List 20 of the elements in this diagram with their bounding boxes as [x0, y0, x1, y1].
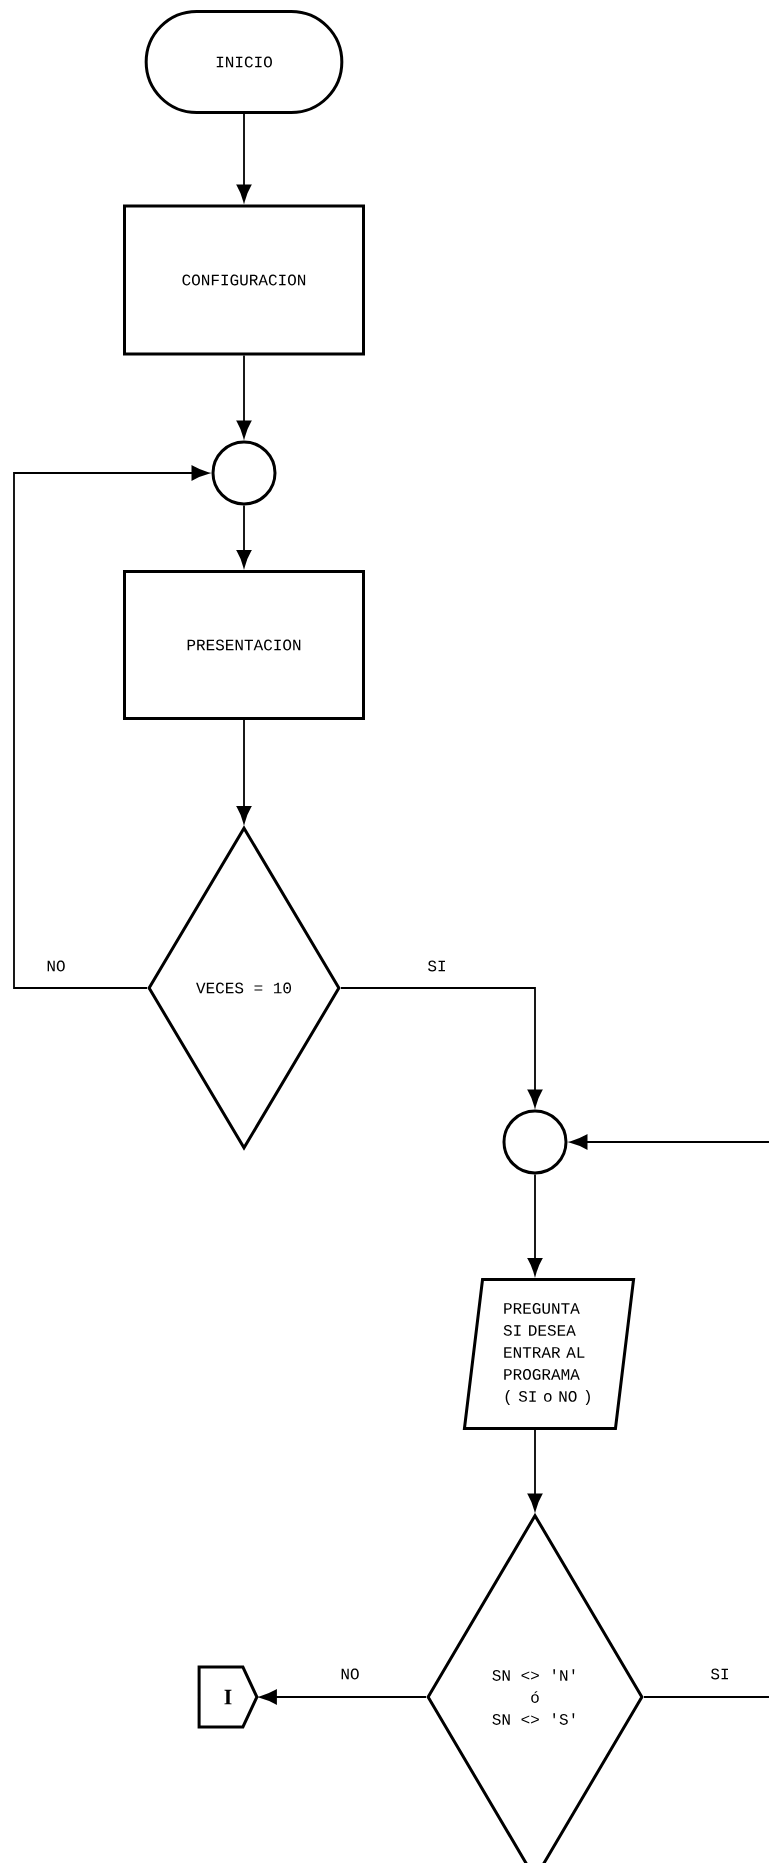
edge-label: SI — [708, 1666, 732, 1682]
arrow — [236, 504, 252, 568]
arrow — [236, 354, 252, 438]
arrow — [236, 719, 252, 824]
edge-label: NO — [338, 1666, 362, 1682]
edge-label: NO — [44, 958, 68, 974]
arrow — [527, 1429, 543, 1511]
connector-circle — [211, 440, 277, 506]
process-box: CONFIGURACION — [123, 204, 365, 356]
connector-circle — [502, 1109, 568, 1175]
arrow — [527, 1173, 543, 1276]
arrow — [570, 1134, 769, 1150]
arrow — [236, 113, 252, 202]
process-box: PRESENTACION — [123, 570, 365, 720]
edge-label: SI — [425, 958, 449, 974]
offpage-connector: I — [197, 1665, 259, 1729]
input-parallelogram: PREGUNTA SI DESEA ENTRAR AL PROGRAMA ( SI o NO ) — [462, 1278, 636, 1430]
arrow — [259, 1689, 427, 1705]
arrow — [340, 987, 543, 1107]
arrow — [13, 465, 209, 989]
